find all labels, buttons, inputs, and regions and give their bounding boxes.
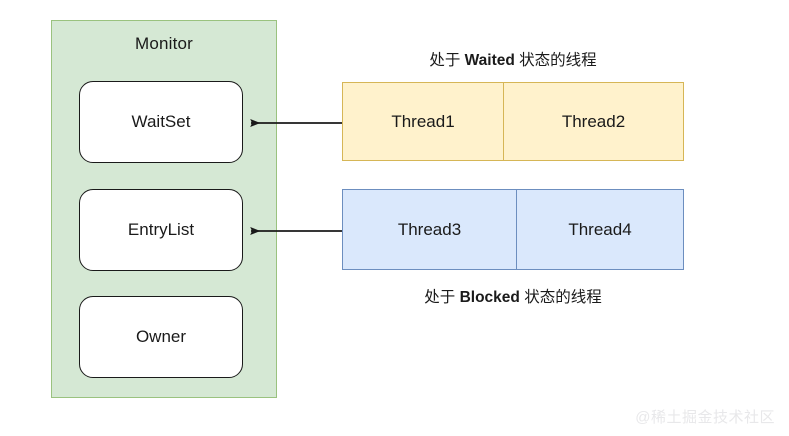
blocked-caption-suffix: 状态的线程 bbox=[519, 289, 602, 306]
waitset-label: WaitSet bbox=[131, 112, 191, 131]
waited-thread-group: Thread1 Thread2 bbox=[342, 82, 684, 161]
waited-caption-prefix: 处于 bbox=[429, 52, 465, 69]
owner-box: Owner bbox=[79, 296, 243, 378]
thread3-label: Thread3 bbox=[397, 219, 462, 239]
waitset-box: WaitSet bbox=[79, 81, 243, 163]
thread-cell: Thread3 bbox=[343, 190, 517, 269]
waited-caption-keyword: Waited bbox=[464, 52, 515, 69]
thread-cell: Thread4 bbox=[517, 190, 683, 269]
blocked-caption-keyword: Blocked bbox=[459, 289, 520, 306]
thread4-label: Thread4 bbox=[568, 219, 632, 239]
waited-caption-suffix: 状态的线程 bbox=[514, 52, 597, 69]
monitor-title: Monitor bbox=[134, 34, 194, 53]
blocked-thread-group: Thread3 Thread4 bbox=[342, 189, 684, 270]
entrylist-box: EntryList bbox=[79, 189, 243, 271]
owner-label: Owner bbox=[135, 327, 187, 346]
blocked-caption-prefix: 处于 bbox=[424, 289, 460, 306]
thread-cell: Thread1 bbox=[343, 83, 504, 160]
waited-caption: 处于 Waited 状态的线程 bbox=[342, 48, 684, 70]
thread1-label: Thread1 bbox=[391, 111, 455, 131]
thread2-label: Thread2 bbox=[561, 111, 626, 131]
entrylist-label: EntryList bbox=[127, 220, 195, 239]
blocked-caption: 处于 Blocked 状态的线程 bbox=[342, 285, 684, 307]
watermark: @稀土掘金技术社区 bbox=[635, 409, 775, 426]
thread-cell: Thread2 bbox=[504, 83, 683, 160]
